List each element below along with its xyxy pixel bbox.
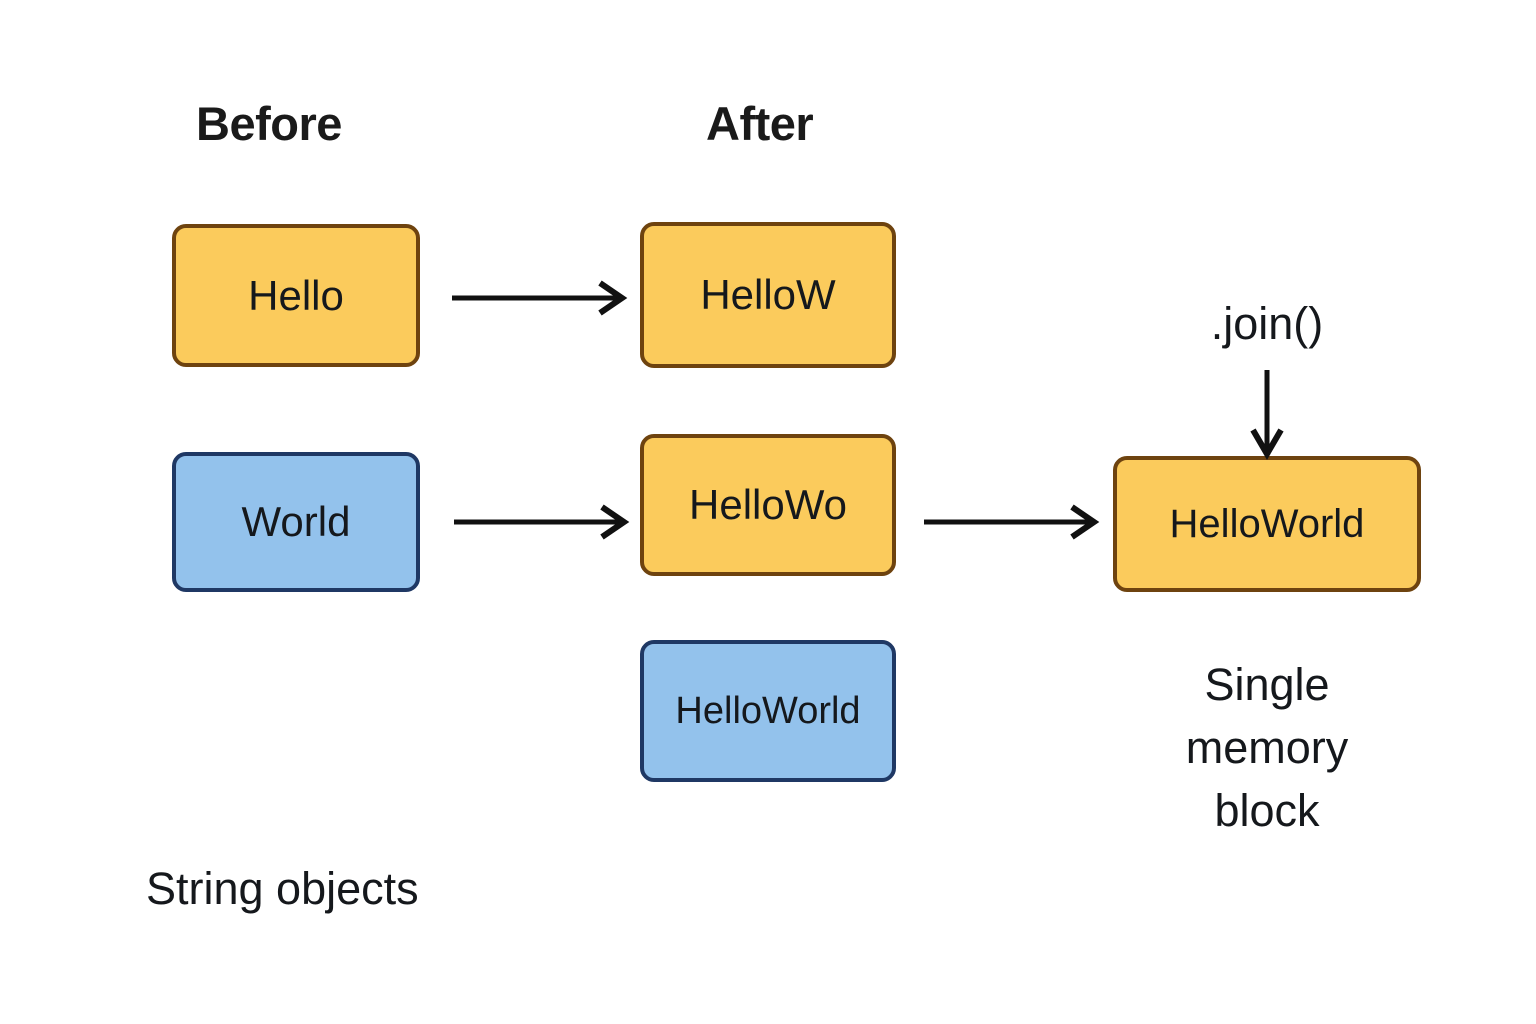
box-after-helloworld[interactable]: HelloWorld bbox=[640, 640, 896, 782]
arrow-join-down bbox=[1247, 368, 1287, 460]
box-after-hellowo[interactable]: HelloWo bbox=[640, 434, 896, 576]
column-heading-before: Before bbox=[196, 97, 342, 150]
result-caption-line-2: memory bbox=[1185, 722, 1349, 773]
arrow-hello-to-hellow bbox=[450, 278, 630, 318]
column-heading-after: After bbox=[706, 97, 814, 150]
box-before-hello[interactable]: Hello bbox=[172, 224, 420, 367]
box-result-helloworld[interactable]: HelloWorld bbox=[1113, 456, 1421, 592]
result-caption-line-1: Single bbox=[1204, 659, 1330, 710]
arrow-hellowo-to-result bbox=[922, 502, 1102, 542]
footer-caption-string-objects: String objects bbox=[146, 863, 419, 914]
box-before-world[interactable]: World bbox=[172, 452, 420, 592]
arrow-world-to-hellowo bbox=[452, 502, 632, 542]
box-after-hellow[interactable]: HelloW bbox=[640, 222, 896, 368]
result-caption-line-3: block bbox=[1214, 785, 1320, 836]
join-label: .join() bbox=[1210, 298, 1324, 349]
